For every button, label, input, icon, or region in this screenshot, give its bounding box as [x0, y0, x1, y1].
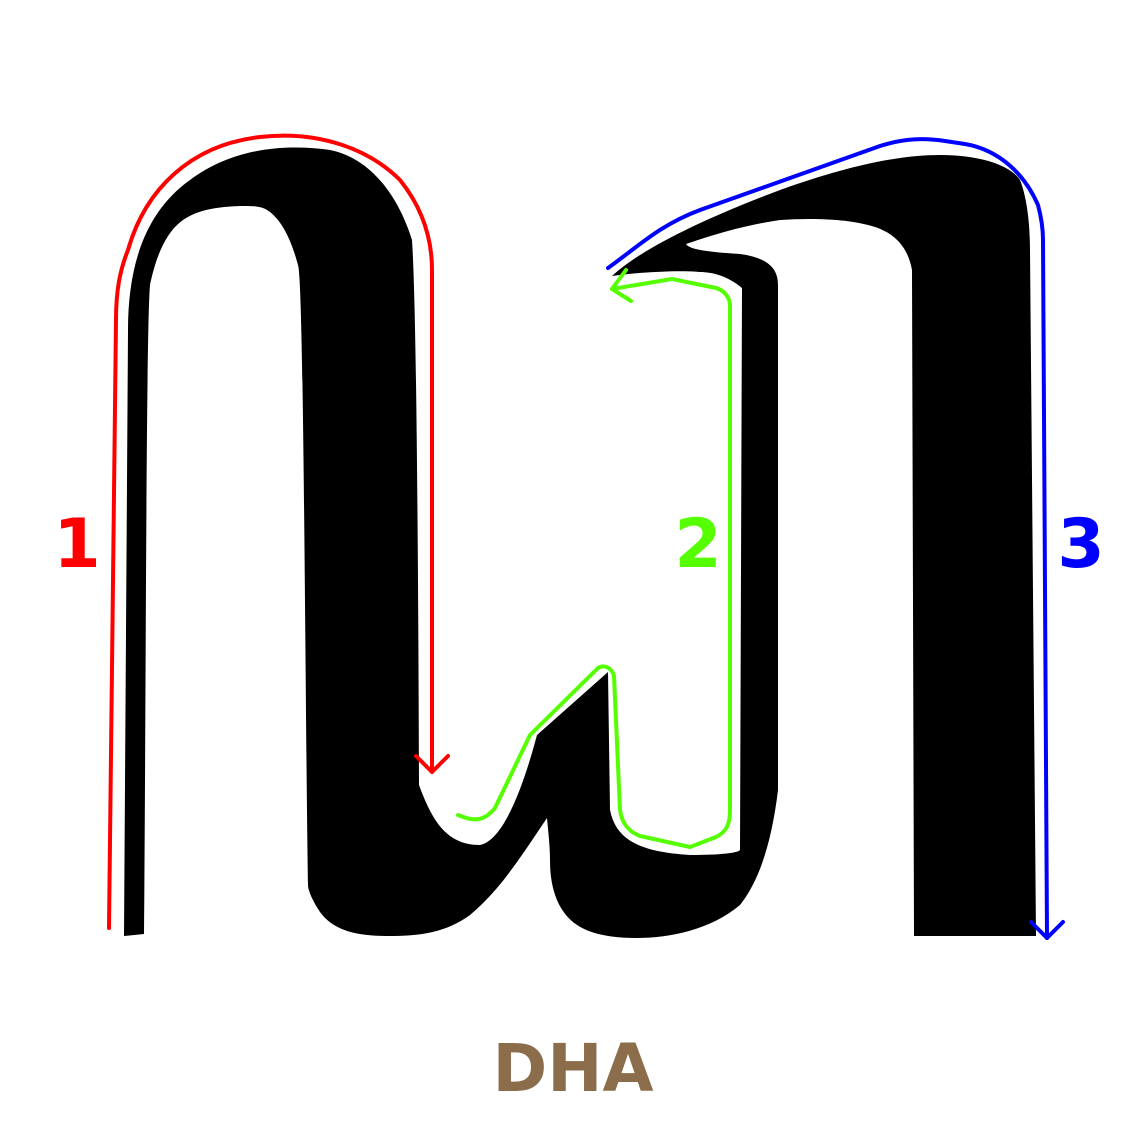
- stroke-2-path: [456, 268, 732, 849]
- stroke-2-arrowhead: [610, 268, 633, 303]
- stroke-3-arrowhead: [1029, 920, 1065, 940]
- glyph: [124, 147, 1036, 938]
- stroke-number-1: 1: [53, 505, 100, 584]
- glyph-left-part: [124, 147, 1036, 938]
- letter-name-label: DHA: [492, 1030, 653, 1107]
- stroke-1-arrowhead: [414, 754, 450, 774]
- stroke-3-path: [606, 137, 1065, 940]
- stroke-number-2: 2: [674, 505, 721, 584]
- stroke-1-path: [107, 133, 450, 930]
- stroke-number-3: 3: [1057, 505, 1104, 584]
